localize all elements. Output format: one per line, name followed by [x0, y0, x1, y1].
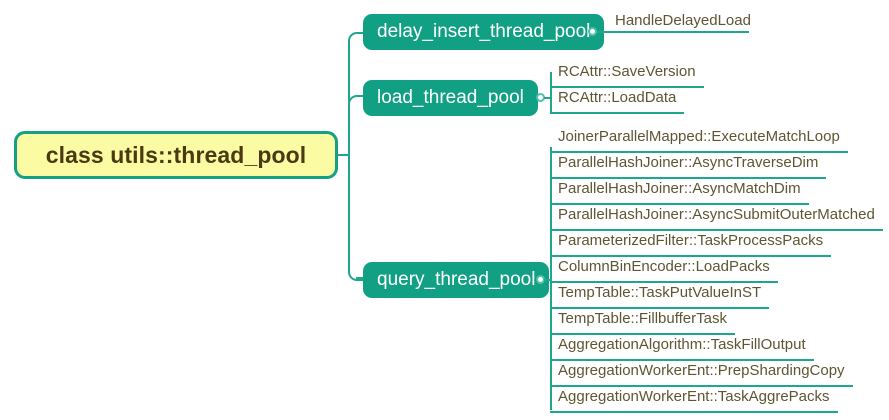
leaf-item[interactable]: ParallelHashJoiner::AsyncSubmitOuterMatc…	[558, 206, 875, 223]
leaf-item[interactable]: JoinerParallelMapped::ExecuteMatchLoop	[558, 128, 840, 145]
branch-2-spine	[550, 72, 552, 114]
collapse-dot-branch-1[interactable]	[588, 27, 597, 36]
leaf-underline	[550, 86, 704, 88]
leaf-underline	[550, 255, 831, 257]
branch-node-label: query_thread_pool	[377, 269, 536, 290]
branch-2-spine-inlet	[544, 97, 552, 99]
branch-node-delay-insert-thread-pool[interactable]: delay_insert_thread_pool	[363, 14, 605, 50]
leaf-item[interactable]: ParallelHashJoiner::AsyncMatchDim	[558, 180, 801, 197]
leaf-underline	[550, 112, 684, 114]
leaf-item[interactable]: AggregationWorkerEnt::PrepShardingCopy	[558, 362, 845, 379]
leaf-underline	[550, 307, 769, 309]
leaf-item[interactable]: ColumnBinEncoder::LoadPacks	[558, 258, 770, 275]
leaf-underline	[550, 151, 848, 153]
branch-node-label: delay_insert_thread_pool	[377, 21, 591, 42]
leaf-item[interactable]: TempTable::FillbufferTask	[558, 310, 727, 327]
leaf-underline	[550, 177, 826, 179]
leaf-underline	[550, 281, 778, 283]
leaf-underline	[550, 333, 735, 335]
leaf-underline	[550, 229, 883, 231]
branch-node-load-thread-pool[interactable]: load_thread_pool	[363, 80, 538, 116]
leaf-underline	[550, 411, 838, 413]
branch-1-inlet	[356, 32, 366, 34]
branch-1-leaf-connector	[597, 31, 749, 33]
leaf-item[interactable]: HandleDelayedLoad	[615, 12, 751, 29]
leaf-item[interactable]: RCAttr::LoadData	[558, 89, 677, 106]
leaf-underline	[550, 203, 809, 205]
leaf-item[interactable]: ParameterizedFilter::TaskProcessPacks	[558, 232, 824, 249]
branch-node-query-thread-pool[interactable]: query_thread_pool	[363, 262, 550, 298]
branch-3-spine	[550, 147, 552, 410]
root-node-label: class utils::thread_pool	[45, 141, 307, 168]
leaf-underline	[550, 359, 814, 361]
leaf-item[interactable]: AggregationWorkerEnt::TaskAggrePacks	[558, 388, 830, 405]
branch-3-inlet	[356, 277, 366, 279]
leaf-item[interactable]: ParallelHashJoiner::AsyncTraverseDim	[558, 154, 819, 171]
root-node[interactable]: class utils::thread_pool	[14, 131, 338, 179]
leaf-underline	[550, 385, 853, 387]
leaf-item[interactable]: TempTable::TaskPutValueInST	[558, 284, 762, 301]
branch-node-label: load_thread_pool	[377, 87, 524, 108]
trunk-elbow-branch-3	[348, 154, 366, 281]
leaf-item[interactable]: RCAttr::SaveVersion	[558, 63, 696, 80]
branch-3-spine-inlet	[544, 279, 552, 281]
root-stub-connector	[338, 154, 350, 156]
leaf-item[interactable]: AggregationAlgorithm::TaskFillOutput	[558, 336, 806, 353]
branch-2-inlet	[356, 95, 366, 97]
